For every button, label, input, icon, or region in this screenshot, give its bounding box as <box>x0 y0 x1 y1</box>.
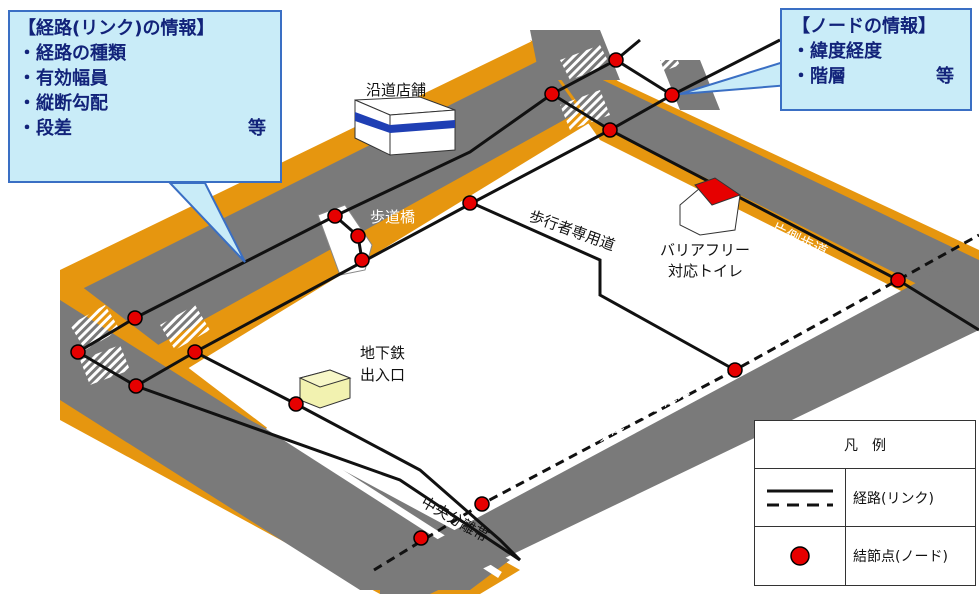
barrier-free-label-2: 対応トイレ <box>668 262 743 280</box>
node <box>462 195 478 211</box>
callout-link-pointer <box>167 182 246 263</box>
callout-etc: 等 <box>248 118 266 139</box>
legend-title-row: 凡 例 <box>755 421 975 469</box>
node <box>608 52 624 68</box>
legend-node-label: 結節点(ノード) <box>853 549 948 565</box>
legend-title: 凡 例 <box>844 437 886 454</box>
callout-item: ・有効幅員 <box>18 68 108 89</box>
node <box>350 228 366 244</box>
callout-item: ・縦断勾配 <box>18 93 108 114</box>
callout-title: 【経路(リンク)の情報】 <box>18 18 215 39</box>
node <box>890 272 906 288</box>
nodes <box>70 52 906 546</box>
node <box>413 530 429 546</box>
route-links <box>77 38 979 562</box>
callout-item: ・経路の種類 <box>18 43 126 64</box>
node-info-callout: 【ノードの情報】 ・緯度経度 ・階層 等 <box>780 8 972 111</box>
callout-item: ・段差 <box>18 118 72 139</box>
node <box>354 252 370 268</box>
legend-link-label: 経路(リンク) <box>853 490 934 507</box>
subway-label-1: 地下鉄 <box>360 344 405 362</box>
legend-node-symbol <box>755 527 846 585</box>
node <box>602 122 618 138</box>
crosswalks <box>70 45 680 385</box>
node <box>70 344 86 360</box>
node <box>288 396 304 412</box>
legend-node-row: 結節点(ノード) <box>755 527 975 585</box>
barrier-free-label-1: バリアフリー <box>660 241 750 259</box>
callout-item: ・階層 <box>792 66 846 87</box>
subway-label-2: 出入口 <box>360 366 405 384</box>
shop-building <box>354 96 456 156</box>
subway-entrance <box>298 369 352 409</box>
node <box>664 87 680 103</box>
legend: 凡 例 経路(リンク) 結節点(ノード) <box>754 420 976 586</box>
node <box>187 344 203 360</box>
toilet-building <box>679 177 742 236</box>
footbridge-label: 歩道橋 <box>370 208 415 226</box>
node <box>327 208 343 224</box>
node <box>727 362 743 378</box>
legend-link-symbol <box>755 469 846 526</box>
link-info-callout: 【経路(リンク)の情報】 ・経路の種類 ・有効幅員 ・縦断勾配 ・段差 等 <box>8 10 282 183</box>
node <box>127 310 143 326</box>
callout-item-row: ・階層 等 <box>792 64 960 89</box>
node <box>128 378 144 394</box>
shop-label: 沿道店舗 <box>366 81 426 99</box>
node <box>474 496 490 512</box>
legend-link-row: 経路(リンク) <box>755 469 975 527</box>
no-sidewalk-road-surface <box>380 270 979 594</box>
callout-etc: 等 <box>936 66 954 87</box>
callout-item-row: ・段差 等 <box>18 116 272 141</box>
node <box>544 86 560 102</box>
callout-title: 【ノードの情報】 <box>792 16 936 37</box>
callout-item: ・緯度経度 <box>792 41 882 62</box>
